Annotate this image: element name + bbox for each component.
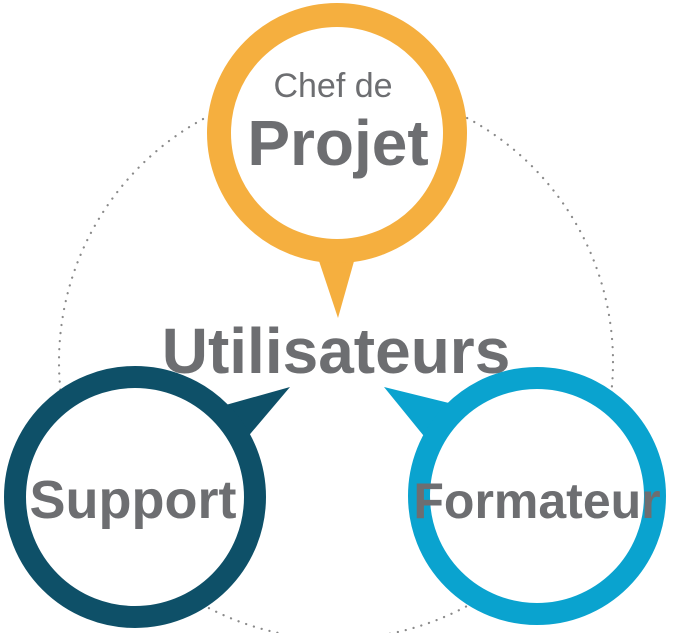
support-bubble: Support <box>4 366 290 628</box>
chef-label-line2: Projet <box>247 107 428 179</box>
chef-de-projet-bubble: Chef de Projet <box>207 3 467 318</box>
support-bubble-ring <box>4 366 266 628</box>
formateur-bubble: Formateur <box>384 367 666 625</box>
formateur-bubble-ring <box>408 367 666 625</box>
center-label-utilisateurs: Utilisateurs <box>162 315 511 387</box>
chef-label-line1: Chef de <box>273 67 392 105</box>
formateur-label: Formateur <box>413 473 660 529</box>
chef-bubble-ring <box>207 3 467 263</box>
support-label: Support <box>30 470 237 530</box>
